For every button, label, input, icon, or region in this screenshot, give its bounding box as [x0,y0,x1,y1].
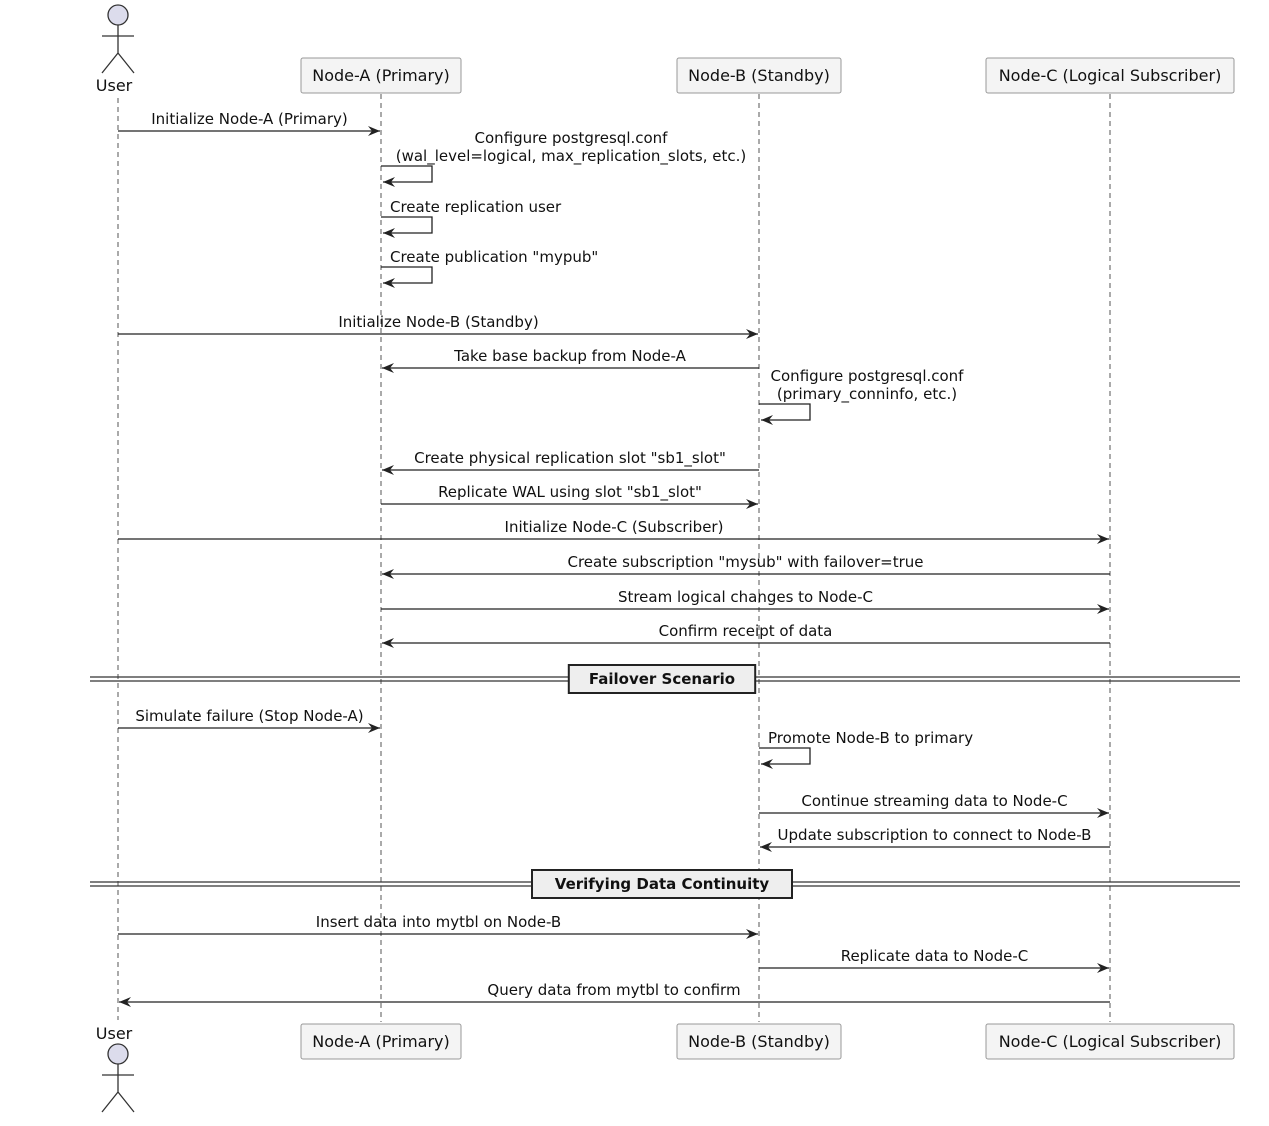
message-label: (primary_conninfo, etc.) [777,385,957,404]
message-label: Create publication "mypub" [390,248,598,266]
actor-top: User [96,4,135,95]
participant-label: Node-B (Standby) [688,66,830,85]
participant-label: Node-C (Logical Subscriber) [999,66,1222,85]
divider-box [567,664,757,694]
message-label: Replicate data to Node-C [841,947,1029,965]
self-message-arrow [381,266,433,288]
message-label: Create replication user [390,198,562,216]
message-label: Stream logical changes to Node-C [618,588,873,606]
message-16: Promote Node-B to primary [759,729,973,769]
message-label: Configure postgresql.conf [475,129,669,147]
message-1: Initialize Node-A (Primary) [118,110,380,136]
message-label: Promote Node-B to primary [768,729,973,747]
message-11: Create subscription "mysub" with failove… [382,553,1110,579]
message-17: Continue streaming data to Node-C [759,792,1109,818]
participant-nodec-top: Node-C (Logical Subscriber) [985,57,1235,94]
self-message-arrow [759,747,811,769]
message-label: (wal_level=logical, max_replication_slot… [396,147,747,166]
message-15: Simulate failure (Stop Node-A) [118,707,380,733]
actor-label-top: User [96,76,133,95]
message-label: Simulate failure (Stop Node-A) [135,707,363,725]
divider-box [531,869,793,899]
message-label: Initialize Node-C (Subscriber) [505,518,724,536]
message-10: Initialize Node-C (Subscriber) [118,518,1109,544]
actor-label-bottom: User [96,1024,133,1043]
message-label: Replicate WAL using slot "sb1_slot" [438,483,702,502]
participant-box [676,1023,842,1060]
participant-label: Node-A (Primary) [312,1032,450,1051]
divider-failover-scenario: Failover Scenario [90,664,1240,694]
divider-verifying-data-continuity: Verifying Data Continuity [90,869,1240,899]
message-3: Create replication user [381,198,562,238]
message-label: Configure postgresql.conf [771,367,965,385]
participant-label: Node-A (Primary) [312,66,450,85]
message-12: Stream logical changes to Node-C [381,588,1109,614]
message-label: Create subscription "mysub" with failove… [568,553,924,571]
message-4: Create publication "mypub" [381,248,598,288]
participant-box [300,57,462,94]
participant-box [985,57,1235,94]
message-5: Initialize Node-B (Standby) [118,313,758,339]
message-label: Insert data into mytbl on Node-B [316,913,561,931]
participant-label: Node-B (Standby) [688,1032,830,1051]
message-21: Replicate data to Node-C [759,947,1109,973]
message-label: Initialize Node-A (Primary) [151,110,347,128]
message-8: Create physical replication slot "sb1_sl… [382,449,759,475]
participant-box [676,57,842,94]
message-label: Continue streaming data to Node-C [801,792,1067,810]
participant-nodea-bottom: Node-A (Primary) [300,1023,462,1060]
participant-nodea-top: Node-A (Primary) [300,57,462,94]
self-message-arrow [381,216,433,238]
participant-box [300,1023,462,1060]
divider-label: Verifying Data Continuity [555,875,770,893]
message-22: Query data from mytbl to confirm [119,981,1110,1007]
message-label: Confirm receipt of data [659,622,833,640]
actor-body-icon [101,1064,135,1113]
message-13: Confirm receipt of data [382,622,1110,648]
participant-label: Node-C (Logical Subscriber) [999,1032,1222,1051]
message-label: Query data from mytbl to confirm [487,981,740,999]
message-20: Insert data into mytbl on Node-B [118,913,758,939]
actor-body-icon [101,25,135,74]
actor-bottom: User [96,1024,135,1113]
actor-head-icon [107,1043,129,1065]
message-label: Create physical replication slot "sb1_sl… [414,449,726,468]
message-label: Initialize Node-B (Standby) [338,313,538,331]
message-9: Replicate WAL using slot "sb1_slot" [381,483,758,509]
participant-nodeb-top: Node-B (Standby) [676,57,842,94]
actor-head-icon [107,4,129,26]
participant-box [985,1023,1235,1060]
message-7: Configure postgresql.conf(primary_connin… [759,367,965,425]
message-6: Take base backup from Node-A [382,347,759,373]
self-message-arrow [381,165,433,187]
divider-label: Failover Scenario [589,670,735,688]
message-label: Take base backup from Node-A [453,347,686,365]
message-label: Update subscription to connect to Node-B [778,826,1092,844]
participant-nodeb-bottom: Node-B (Standby) [676,1023,842,1060]
self-message-arrow [759,403,811,425]
message-2: Configure postgresql.conf(wal_level=logi… [381,129,747,187]
message-18: Update subscription to connect to Node-B [760,826,1110,852]
participant-nodec-bottom: Node-C (Logical Subscriber) [985,1023,1235,1060]
